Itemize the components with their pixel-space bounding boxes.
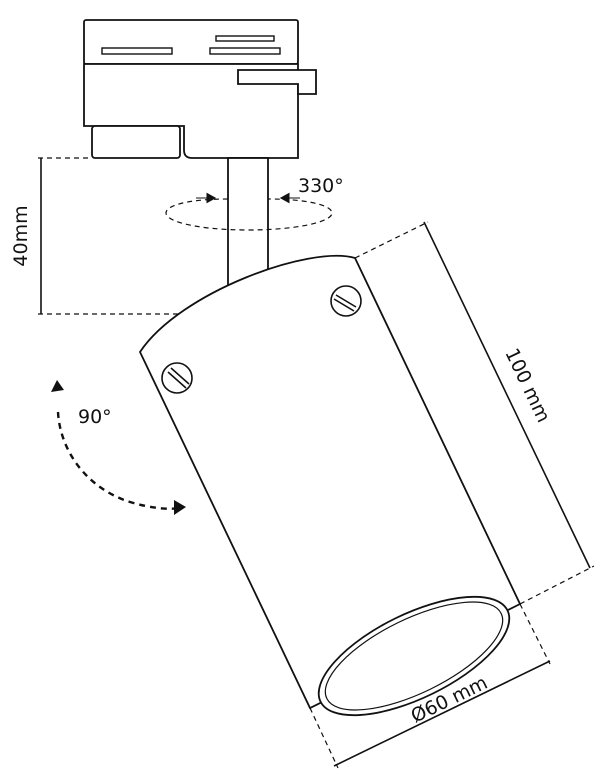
length-dimension [354, 221, 595, 605]
spotlight-body [138, 254, 522, 717]
mounting-stem [227, 157, 269, 287]
tilt-rotation-indicator [51, 380, 186, 515]
diameter-dimension [309, 603, 551, 769]
screw-right [330, 285, 362, 317]
horizontal-rotation-label: 330° [298, 175, 344, 197]
screw-left [161, 362, 193, 394]
track-adapter [83, 19, 317, 159]
tilt-rotation-label: 90° [78, 406, 112, 428]
height-label: 40mm [10, 205, 32, 266]
length-label: 100 mm [500, 345, 554, 426]
horizontal-rotation-indicator [165, 192, 333, 231]
